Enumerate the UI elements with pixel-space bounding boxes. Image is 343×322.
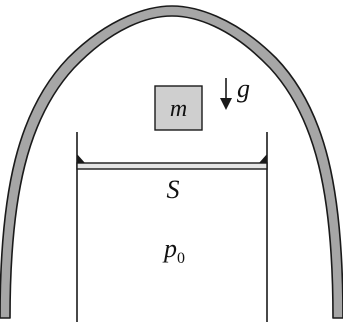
piston	[76, 162, 268, 170]
area-label: S	[167, 175, 180, 204]
gravity-label: g	[237, 74, 250, 103]
left-stopper	[77, 154, 85, 163]
dome-wall	[0, 5, 343, 319]
mass-block	[154, 85, 203, 131]
pressure-label: p0	[162, 234, 185, 267]
right-stopper	[259, 154, 267, 163]
mass-label: m	[170, 96, 187, 122]
pressure-symbol: p	[162, 234, 177, 263]
gravity-arrow-head	[220, 98, 232, 110]
pressure-subscript: 0	[177, 250, 185, 267]
